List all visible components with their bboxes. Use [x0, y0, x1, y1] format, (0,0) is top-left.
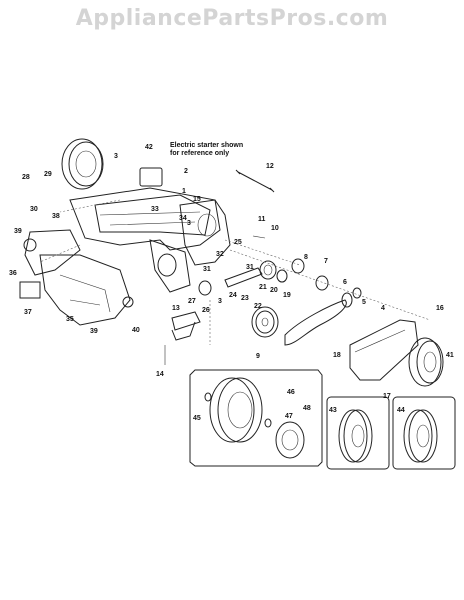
left-bracket: [19, 229, 134, 326]
callout-label: 20: [270, 287, 278, 294]
callout-label: 4: [381, 305, 385, 312]
callout-label: 37: [24, 309, 32, 316]
callout-label: 46: [287, 389, 295, 396]
callout-label: 44: [397, 407, 405, 414]
callout-label: 23: [241, 295, 249, 302]
callout-label: 24: [229, 292, 237, 299]
callout-label: 42: [145, 144, 153, 151]
callout-label: 32: [216, 251, 224, 258]
callout-label: 48: [303, 405, 311, 412]
callout-label: 39: [90, 328, 98, 335]
reference-note: Electric starter shown for reference onl…: [170, 142, 243, 158]
callout-label: 14: [156, 371, 164, 378]
assembly-guide-lines: [39, 199, 431, 345]
callout-label: 9: [256, 353, 260, 360]
drive-components: [198, 258, 362, 346]
callout-label: 10: [271, 225, 279, 232]
callout-label: 38: [52, 213, 60, 220]
callout-label: 45: [193, 415, 201, 422]
callout-label: 2: [184, 168, 188, 175]
right-wheel: [408, 337, 444, 387]
callout-label: 34: [179, 215, 187, 222]
callout-label: 28: [22, 174, 30, 181]
callout-label: 39: [14, 228, 22, 235]
callout-label: 30: [30, 206, 38, 213]
callout-label: 33: [151, 206, 159, 213]
callout-label: 26: [202, 307, 210, 314]
callout-label: 18: [333, 352, 341, 359]
callout-label: 8: [304, 254, 308, 261]
main-frame: [69, 167, 231, 293]
belt-cover: [349, 319, 419, 381]
callout-label: 5: [362, 299, 366, 306]
callout-label: 16: [436, 305, 444, 312]
callout-label: 47: [285, 413, 293, 420]
front-wheel: [61, 138, 104, 190]
callout-labels: 1 2 3 3 3 4 5 6 7 8 9 10 11 12 13 14 15 …: [9, 144, 454, 422]
callout-label: 6: [343, 279, 347, 286]
callout-label: 27: [188, 298, 196, 305]
callout-label: 15: [193, 196, 201, 203]
wheel-options-inset: [189, 369, 456, 470]
callout-label: 13: [172, 305, 180, 312]
callout-label: 7: [324, 258, 328, 265]
callout-label: 3: [187, 220, 191, 227]
callout-label: 43: [329, 407, 337, 414]
callout-label: 11: [258, 216, 266, 223]
callout-label: 36: [9, 270, 17, 277]
callout-label: 31: [246, 264, 254, 271]
reference-note-line-1: Electric starter shown: [170, 142, 244, 149]
callout-label: 3: [218, 298, 222, 305]
callout-label: 21: [259, 284, 267, 291]
callout-label: 19: [283, 292, 291, 299]
callout-label: 1: [182, 188, 186, 195]
callout-label: 31: [203, 266, 211, 273]
callout-label: 41: [446, 352, 454, 359]
callout-label: 12: [266, 163, 274, 170]
watermark-logo: AppliancePartsPros.com: [75, 6, 389, 31]
reference-note-line-2: for reference only: [170, 150, 230, 157]
callout-label: 17: [383, 393, 391, 400]
callout-label: 29: [44, 171, 52, 178]
axle-and-fasteners: [164, 169, 275, 365]
callout-label: 35: [66, 316, 74, 323]
callout-label: 22: [254, 303, 262, 310]
callout-label: 40: [132, 327, 140, 334]
callout-label: 25: [234, 239, 242, 246]
callout-label: 3: [114, 153, 118, 160]
